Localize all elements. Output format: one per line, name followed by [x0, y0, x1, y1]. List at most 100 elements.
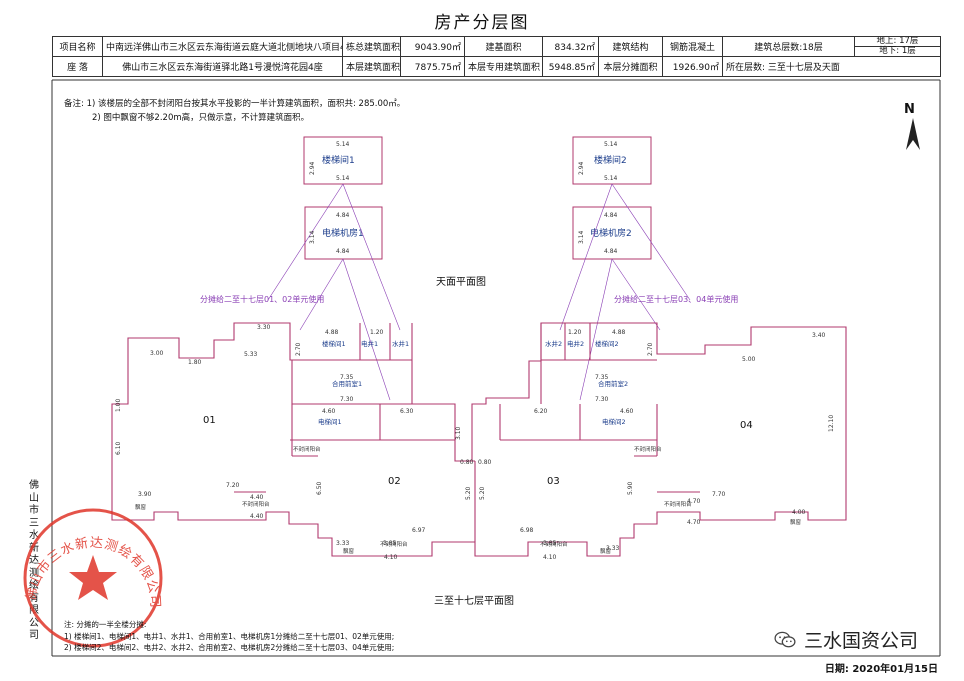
- dim-720: 7.20: [226, 482, 240, 489]
- bay-1: 飘窗: [135, 503, 147, 511]
- roof-title: 天面平面图: [436, 276, 486, 288]
- dim-1210: 12.10: [828, 415, 835, 432]
- above-label: 地上: 17层: [855, 38, 940, 47]
- balcony-6: 不封闭阳台: [634, 445, 662, 453]
- dim-390: 3.90: [138, 491, 152, 498]
- note-1: 备注: 1) 该楼层的全部不封闭阳台按其水平投影的一半计算建筑面积，面积共: 2…: [64, 99, 406, 109]
- dim-440-bottom: 4.40: [250, 513, 264, 520]
- notes: 备注: 1) 该楼层的全部不封闭阳台按其水平投影的一半计算建筑面积，面积共: 2…: [64, 97, 405, 125]
- hall1-label: 合用前室1: [332, 379, 362, 388]
- wechat-watermark: 三水国资公司: [774, 626, 918, 653]
- dim-s1-left: 2.94: [309, 161, 316, 175]
- dim-310: 3.10: [455, 426, 462, 440]
- dim-080-r: 0.80: [478, 459, 492, 466]
- dim-270-left: 2.70: [295, 342, 302, 356]
- dim-630: 6.30: [400, 408, 414, 415]
- dim-270-right: 2.70: [647, 342, 654, 356]
- dim-410-left: 4.10: [384, 554, 398, 561]
- dim-650: 6.50: [316, 481, 323, 495]
- wechat-icon: [774, 631, 796, 647]
- dim-470-bottom: 4.70: [687, 519, 701, 526]
- bay-3: 飘窗: [600, 547, 612, 555]
- dim-488-right: 4.88: [612, 329, 626, 336]
- elev-room1: [304, 206, 383, 260]
- dim-460-right: 4.60: [620, 408, 634, 415]
- page-title: 房产分层图: [434, 13, 530, 33]
- dim-385-right: 3.85: [543, 540, 557, 547]
- dim-735-left: 7.35: [340, 374, 354, 381]
- elevator2-label: 电梯间2: [602, 417, 626, 426]
- balcony-1: 不封闭阳台: [242, 500, 270, 508]
- dim-698: 6.98: [520, 527, 534, 534]
- balcony-5: 不封闭阳台: [293, 445, 321, 453]
- floor-title: 三至十七层平面图: [434, 594, 514, 607]
- share-left-label: 分摊给二至十七层01、02单元使用: [200, 294, 324, 304]
- dim-488-left: 4.88: [325, 329, 339, 336]
- dim-100-left: 1.00: [115, 398, 122, 412]
- stair1-floor-label: 楼梯间1: [322, 339, 346, 348]
- dim-460-left: 4.60: [322, 408, 336, 415]
- bottom-notes: 注: 分摊的一半全楼分摊: 1) 楼梯间1、电梯间1、电井1、水井1、合用前室1…: [64, 619, 394, 654]
- dim-er1-left: 3.14: [309, 230, 316, 244]
- elec2-label: 电井2: [567, 339, 584, 348]
- dim-s2-bottom: 5.14: [604, 175, 618, 182]
- balcony-3: 不封闭阳台: [540, 540, 568, 548]
- shared-area-value: 1926.90㎡: [662, 56, 723, 77]
- dim-730-right: 7.30: [595, 396, 609, 403]
- bay-2: 飘窗: [343, 547, 355, 555]
- dim-er2-bottom: 4.84: [604, 248, 618, 255]
- dim-520-left: 5.20: [465, 486, 472, 500]
- water2-label: 水井2: [545, 339, 562, 348]
- location-label: 座 落: [52, 56, 103, 77]
- dim-610: 6.10: [115, 441, 122, 455]
- dim-s1-bottom: 5.14: [336, 175, 350, 182]
- balcony-2: 不封闭阳台: [380, 540, 408, 548]
- dim-er2-top: 4.84: [604, 212, 618, 219]
- dim-333-right: 3.33: [606, 545, 620, 552]
- dim-330: 3.30: [257, 324, 271, 331]
- dim-730-left: 7.30: [340, 396, 354, 403]
- dim-533: 5.33: [244, 351, 258, 358]
- seal-star-icon: [69, 555, 117, 600]
- bottom-note-2: 2) 楼梯间2、电梯间2、电井2、水井2、合用前室2、电梯机房2分摊给二至十七层…: [64, 643, 395, 652]
- elev-room1-label: 电梯机房1: [322, 227, 364, 239]
- bottom-note-0: 注: 分摊的一半全楼分摊:: [64, 620, 147, 629]
- unit-04: 04: [740, 420, 753, 431]
- dim-080-l: 0.80: [460, 459, 474, 466]
- note-2: 2) 图中飘窗不够2.20m高，只做示意，不计算建筑面积。: [92, 113, 310, 123]
- dim-440-top: 4.40: [250, 494, 264, 501]
- dim-385-left: 3.85: [383, 540, 397, 547]
- bay-4: 飘窗: [790, 518, 802, 526]
- floor-no-label: 所在层数: 三至十七层及天面: [722, 56, 941, 77]
- unit-03: 03: [547, 476, 560, 487]
- elevator1-label: 电梯间1: [318, 417, 342, 426]
- stair2-floor-label: 楼梯间2: [595, 339, 619, 348]
- dim-180: 1.80: [188, 359, 202, 366]
- below-label: 地下: 1层: [879, 46, 916, 56]
- dim-er1-bottom: 4.84: [336, 248, 350, 255]
- share-right-label: 分摊给二至十七层03、04单元使用: [614, 294, 738, 304]
- dim-400: 4.00: [792, 509, 806, 516]
- wechat-label: 三水国资公司: [804, 630, 919, 652]
- balcony-4: 不封闭阳台: [664, 500, 692, 508]
- unit-01: 01: [203, 415, 216, 426]
- dim-120-left: 1.20: [370, 329, 384, 336]
- dim-410-right: 4.10: [543, 554, 557, 561]
- private-area-value: 5948.85㎡: [542, 56, 599, 77]
- dim-620: 6.20: [534, 408, 548, 415]
- elec1-label: 电井1: [361, 339, 378, 348]
- dim-333-left: 3.33: [336, 540, 350, 547]
- dim-s1-top: 5.14: [336, 141, 350, 148]
- dim-120-right: 1.20: [568, 329, 582, 336]
- dim-590: 5.90: [627, 481, 634, 495]
- north-label: N: [904, 102, 915, 117]
- unit-02: 02: [388, 476, 401, 487]
- dim-520-right: 5.20: [479, 486, 486, 500]
- dim-er2-left: 3.14: [578, 230, 585, 244]
- hall2-label: 合用前室2: [598, 379, 628, 388]
- dim-er1-top: 4.84: [336, 212, 350, 219]
- plan-outline: [111, 322, 847, 557]
- dim-340: 3.40: [812, 332, 826, 339]
- dim-470-top: 4.70: [687, 498, 701, 505]
